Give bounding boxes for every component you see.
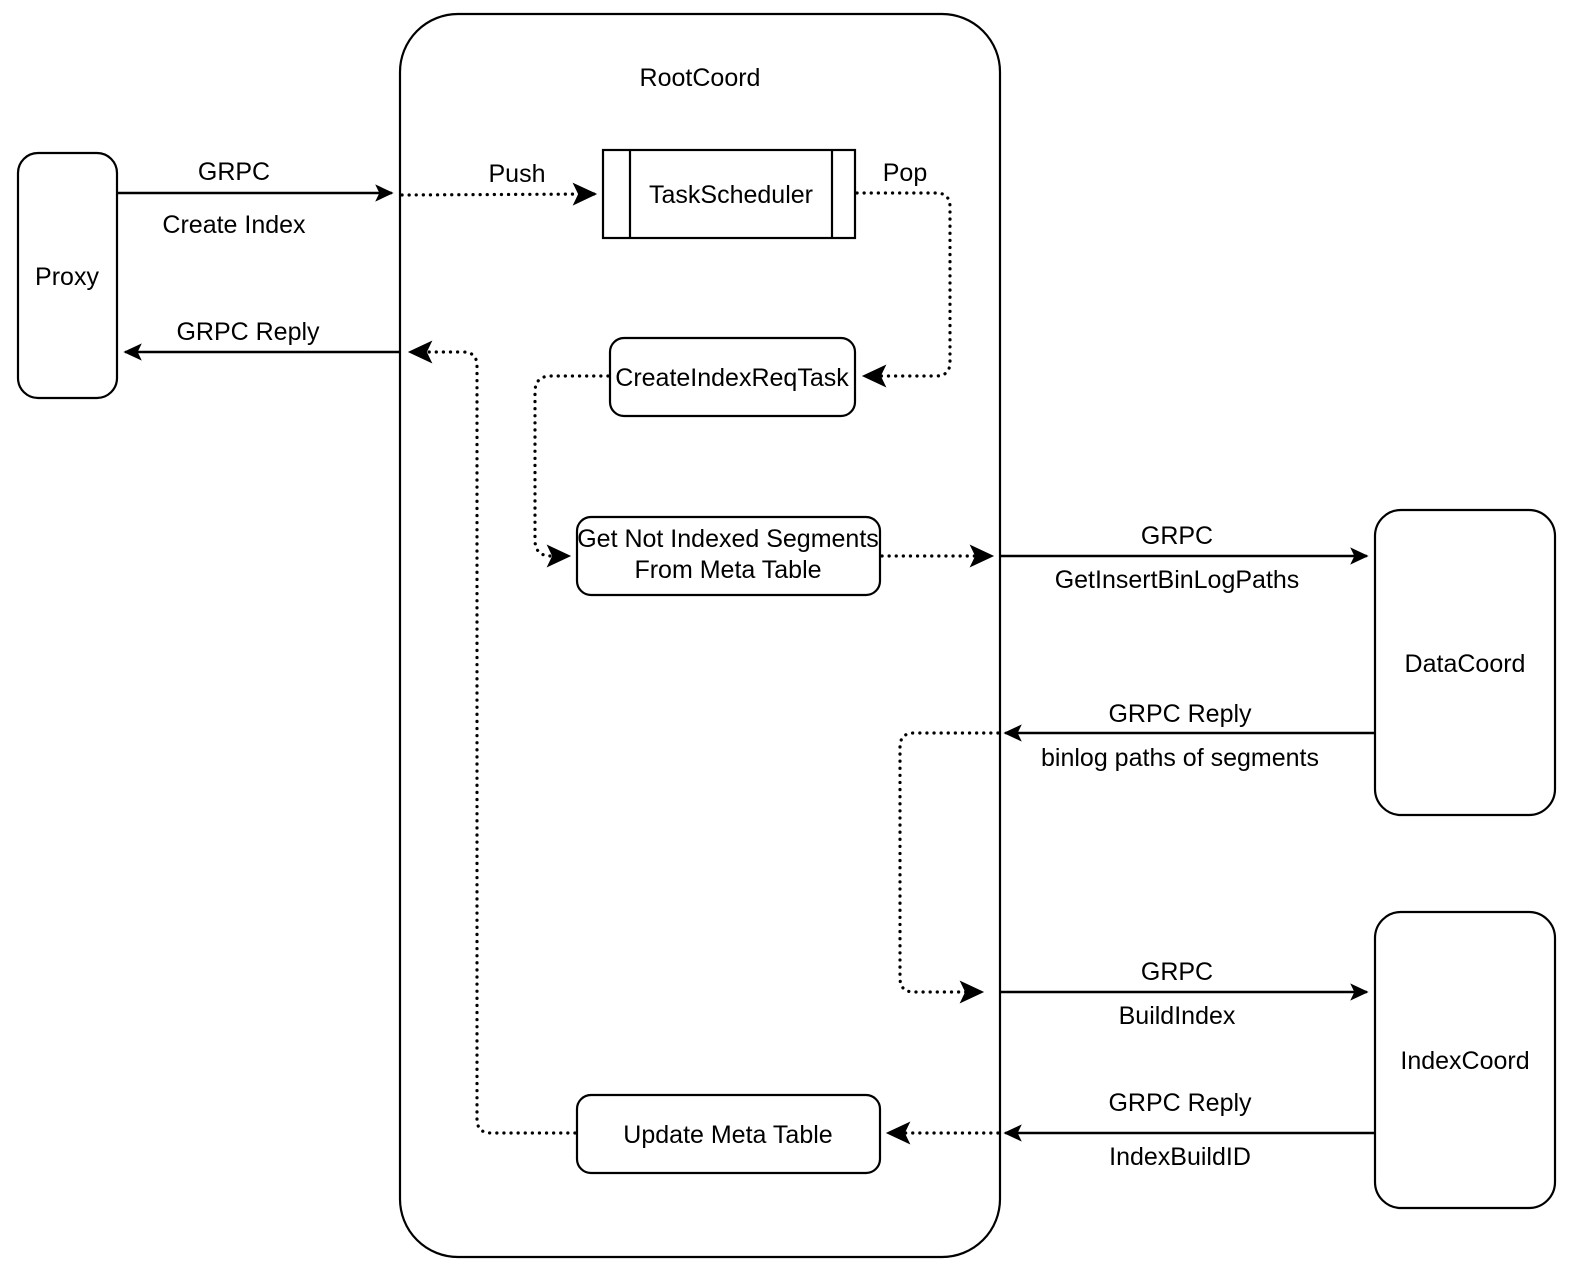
edge-rootcoord-to-indexcoord-label-top: GRPC — [1141, 958, 1213, 986]
node-create-index-req-task[interactable]: CreateIndexReqTask — [608, 336, 857, 418]
rootcoord-title: RootCoord — [640, 64, 761, 92]
node-proxy[interactable]: Proxy — [16, 151, 119, 400]
index-coord-box[interactable] — [1373, 910, 1557, 1210]
rootcoord-container-shape — [398, 12, 1002, 1259]
edge-rootcoord-to-datacoord-label-bottom: GetInsertBinLogPaths — [1055, 566, 1300, 594]
rootcoord-container: RootCoord — [398, 12, 1002, 1259]
edge-update-meta-to-grpc-reply — [407, 340, 577, 1135]
update-meta-table-label: Update Meta Table — [623, 1121, 832, 1149]
data-coord-label: DataCoord — [1405, 650, 1526, 678]
edge-rootcoord-to-proxy: GRPC Reply — [123, 318, 400, 361]
edge-datacoord-reply: GRPC Reply binlog paths of segments — [1003, 700, 1375, 772]
node-update-meta-table[interactable]: Update Meta Table — [575, 1093, 882, 1175]
task-scheduler-box[interactable] — [601, 148, 857, 240]
edge-pop-label: Pop — [883, 159, 927, 187]
get-not-indexed-segments-box[interactable] — [575, 515, 882, 597]
update-meta-table-box[interactable] — [575, 1093, 882, 1175]
index-coord-label: IndexCoord — [1400, 1047, 1529, 1075]
edge-indexcoord-reply-label-top: GRPC Reply — [1108, 1089, 1252, 1117]
edge-proxy-to-rootcoord-label-top: GRPC — [198, 158, 270, 186]
node-get-not-indexed-segments[interactable]: Get Not Indexed Segments From Meta Table — [575, 515, 882, 597]
edge-task-to-get-segments-path — [533, 374, 610, 568]
create-index-req-task-box[interactable] — [608, 336, 857, 418]
edge-task-to-get-segments — [533, 374, 610, 568]
edge-datacoord-reply-to-buildindex — [898, 731, 1000, 1004]
edge-rootcoord-to-datacoord-label-top: GRPC — [1141, 522, 1213, 550]
node-data-coord[interactable]: DataCoord — [1373, 508, 1557, 817]
edge-pop-path — [855, 191, 952, 388]
edge-push-label: Push — [489, 160, 546, 188]
node-index-coord[interactable]: IndexCoord — [1373, 910, 1557, 1210]
create-index-req-task-label: CreateIndexReqTask — [615, 364, 849, 392]
get-not-indexed-segments-label-line2: From Meta Table — [634, 556, 821, 584]
edge-indexcoord-reply: GRPC Reply IndexBuildID — [1003, 1089, 1375, 1171]
data-coord-box[interactable] — [1373, 508, 1557, 817]
proxy-box[interactable] — [16, 151, 119, 400]
task-scheduler-label: TaskScheduler — [649, 181, 813, 209]
edge-datacoord-reply-label-bottom: binlog paths of segments — [1041, 744, 1319, 772]
edge-push-to-scheduler: Push — [400, 160, 598, 206]
edge-proxy-to-rootcoord: GRPC Create Index — [117, 158, 394, 239]
edge-datacoord-reply-label-top: GRPC Reply — [1108, 700, 1252, 728]
node-task-scheduler[interactable]: TaskScheduler — [601, 148, 857, 240]
edge-rootcoord-to-indexcoord-label-bottom: BuildIndex — [1119, 1002, 1236, 1030]
edge-indexcoord-reply-label-bottom: IndexBuildID — [1109, 1143, 1251, 1171]
edge-update-meta-to-grpc-reply-path — [407, 340, 577, 1135]
edge-pop-to-task: Pop — [855, 159, 952, 388]
edge-datacoord-reply-to-buildindex-path — [898, 731, 1000, 1004]
edge-rootcoord-to-indexcoord: GRPC BuildIndex — [1000, 958, 1369, 1030]
proxy-label: Proxy — [35, 263, 99, 291]
edge-proxy-to-rootcoord-label-bottom: Create Index — [162, 211, 306, 239]
edge-rootcoord-to-proxy-label-top: GRPC Reply — [176, 318, 320, 346]
edge-rootcoord-to-datacoord: GRPC GetInsertBinLogPaths — [1000, 522, 1369, 594]
get-not-indexed-segments-label-line1: Get Not Indexed Segments — [577, 525, 879, 553]
